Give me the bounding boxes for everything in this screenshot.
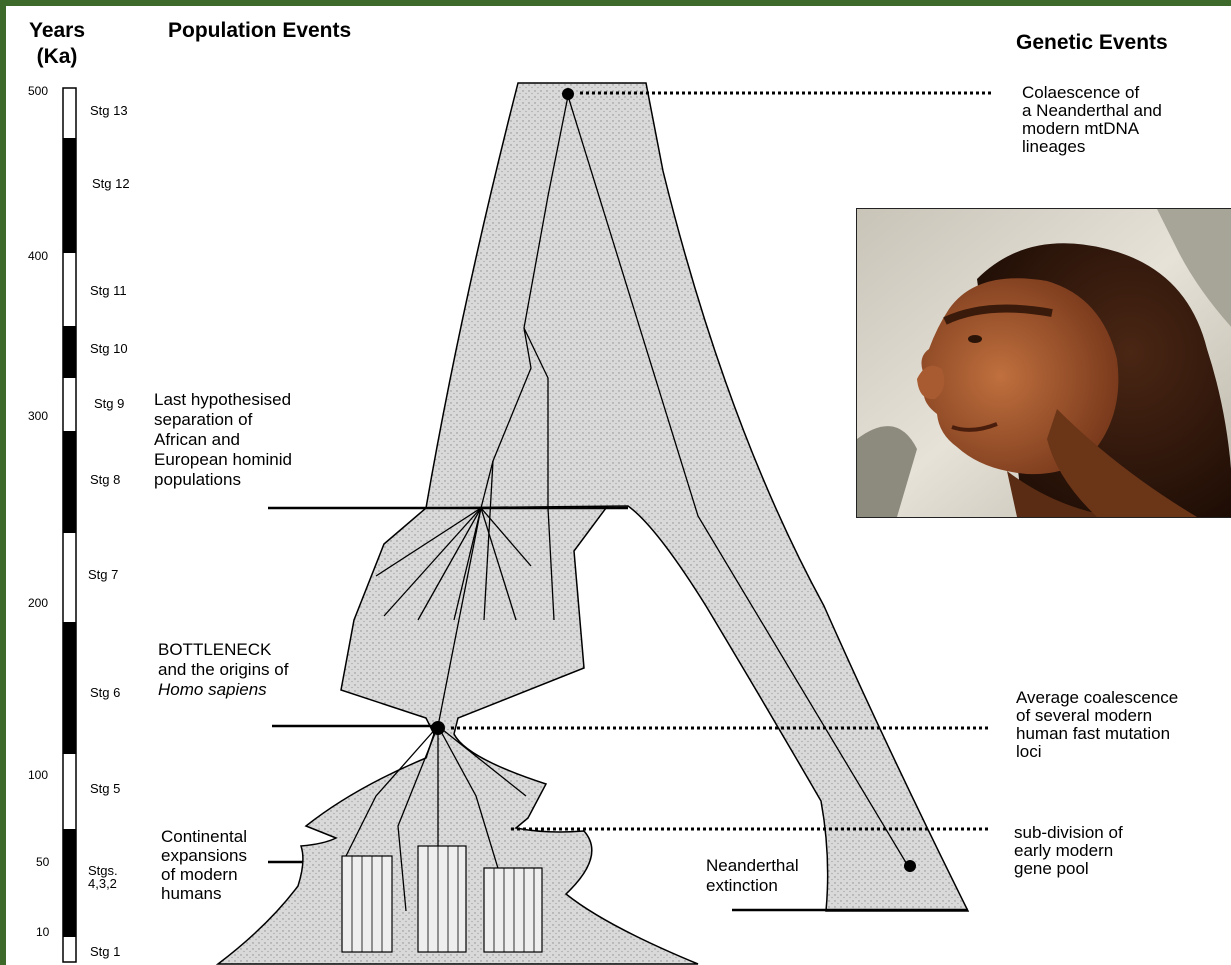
stage-label: Stg 6 bbox=[90, 685, 120, 700]
tick-label: 50 bbox=[36, 855, 49, 869]
tick-label: 300 bbox=[28, 409, 48, 423]
average-coalescence-label: Average coalescence of several modern hu… bbox=[1016, 689, 1178, 761]
stage-label: Stg 5 bbox=[90, 781, 120, 796]
stage-label: Stg 13 bbox=[90, 103, 128, 118]
years-axis-title: Years (Ka) bbox=[24, 18, 90, 70]
coalescence-label: Colaescence of a Neanderthal and modern … bbox=[1022, 84, 1162, 156]
stage-label: Stg 8 bbox=[90, 472, 120, 487]
stage-label: Stgs. 4,3,2 bbox=[88, 864, 118, 890]
diagram-panel: Years (Ka) Population Events Genetic Eve… bbox=[6, 6, 1231, 965]
stage-label: Stg 11 bbox=[90, 283, 127, 298]
expansions-label: Continental expansions of modern humans bbox=[161, 827, 247, 903]
stage-label: Stg 1 bbox=[90, 944, 120, 959]
bottleneck-label: BOTTLENECK and the origins of bbox=[158, 640, 288, 680]
tick-label: 100 bbox=[28, 768, 48, 782]
portrait-icon bbox=[857, 209, 1231, 517]
subdivision-label: sub-division of early modern gene pool bbox=[1014, 824, 1123, 878]
bottleneck-species-label: Homo sapiens bbox=[158, 680, 267, 700]
genetic-events-title: Genetic Events bbox=[1016, 30, 1168, 56]
stage-label: Stg 7 bbox=[88, 567, 118, 582]
tick-label: 200 bbox=[28, 596, 48, 610]
extinction-label: Neanderthal extinction bbox=[706, 856, 799, 896]
tick-label: 500 bbox=[28, 84, 48, 98]
population-events-title: Population Events bbox=[168, 18, 351, 44]
separation-label: Last hypothesised separation of African … bbox=[154, 390, 292, 490]
stage-label: Stg 10 bbox=[90, 341, 128, 356]
stage-label: Stg 12 bbox=[92, 176, 130, 191]
stage-label: Stg 9 bbox=[94, 396, 124, 411]
tick-label: 10 bbox=[36, 925, 49, 939]
timescale-bar bbox=[63, 88, 76, 962]
neanderthal-portrait-image bbox=[856, 208, 1231, 518]
tick-label: 400 bbox=[28, 249, 48, 263]
